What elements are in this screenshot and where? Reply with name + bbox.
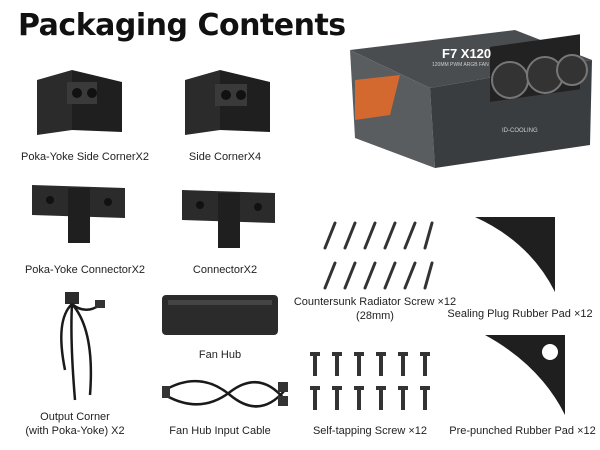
item-label: Side CornerX4 <box>188 151 262 163</box>
side-corner-image <box>180 60 275 140</box>
box-model-text: F7 X120 <box>442 46 492 61</box>
item-label: Poka-Yoke ConnectorX2 <box>24 264 146 276</box>
sealing-plug-rubber-pad-image <box>470 212 560 297</box>
item-label: Countersunk Radiator Screw ×12 <box>293 296 457 308</box>
fan-hub-image <box>160 290 280 340</box>
item-label: Sealing Plug Rubber Pad ×12 <box>447 308 593 320</box>
item-label: Output Corner <box>40 411 110 423</box>
item-label: Self-tapping Screw ×12 <box>312 425 428 437</box>
product-box-image <box>340 20 595 170</box>
item-sublabel: (28mm) <box>356 310 394 322</box>
box-brand-text: ID-COOLING <box>502 128 538 134</box>
output-corner-cable-image <box>45 290 115 405</box>
item-label: Fan Hub Input Cable <box>169 425 271 437</box>
box-subtitle-text: 120MM PWM ARGB FAN <box>432 62 489 68</box>
connector-image <box>180 185 280 250</box>
poka-yoke-connector-image <box>30 180 130 245</box>
countersunk-screws-image <box>320 218 435 293</box>
pre-punched-rubber-pad-image <box>480 330 570 420</box>
fan-hub-input-cable-image <box>160 370 290 420</box>
item-label: Fan Hub <box>198 349 242 361</box>
item-label: Pre-punched Rubber Pad ×12 <box>449 425 596 437</box>
self-tapping-screws-image <box>305 350 435 415</box>
item-label: Poka-Yoke Side CornerX2 <box>20 151 149 163</box>
poka-yoke-side-corner-image <box>32 60 127 140</box>
item-label: ConnectorX2 <box>192 264 258 276</box>
page-title: Packaging Contents <box>18 8 346 43</box>
item-sublabel: (with Poka-Yoke) X2 <box>25 425 125 437</box>
